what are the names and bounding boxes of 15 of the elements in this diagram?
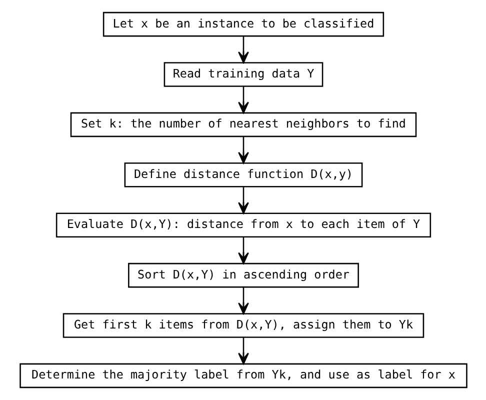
- arrow: [238, 237, 248, 264]
- arrow: [238, 36, 248, 64]
- node-box: Get first k items from D(x,Y), assign them to Yk: [62, 313, 424, 338]
- node-box: Let x be an instance to be classified: [102, 12, 384, 37]
- arrow: [238, 136, 248, 164]
- node-box: Set k: the number of nearest neighbors to find: [70, 112, 416, 138]
- arrow: [238, 187, 248, 214]
- node-box: Define distance function D(x,y): [124, 162, 362, 188]
- arrow: [238, 288, 248, 314]
- node-box: Evaluate D(x,Y): distance from x to each item of Y: [55, 212, 431, 238]
- node-box: Sort D(x,Y) in ascending order: [128, 262, 358, 288]
- arrow: [238, 86, 248, 114]
- arrow: [238, 338, 248, 365]
- node-box: Read training data Y: [163, 62, 323, 87]
- node-box: Determine the majority label from Yk, and use as label for x: [19, 363, 467, 388]
